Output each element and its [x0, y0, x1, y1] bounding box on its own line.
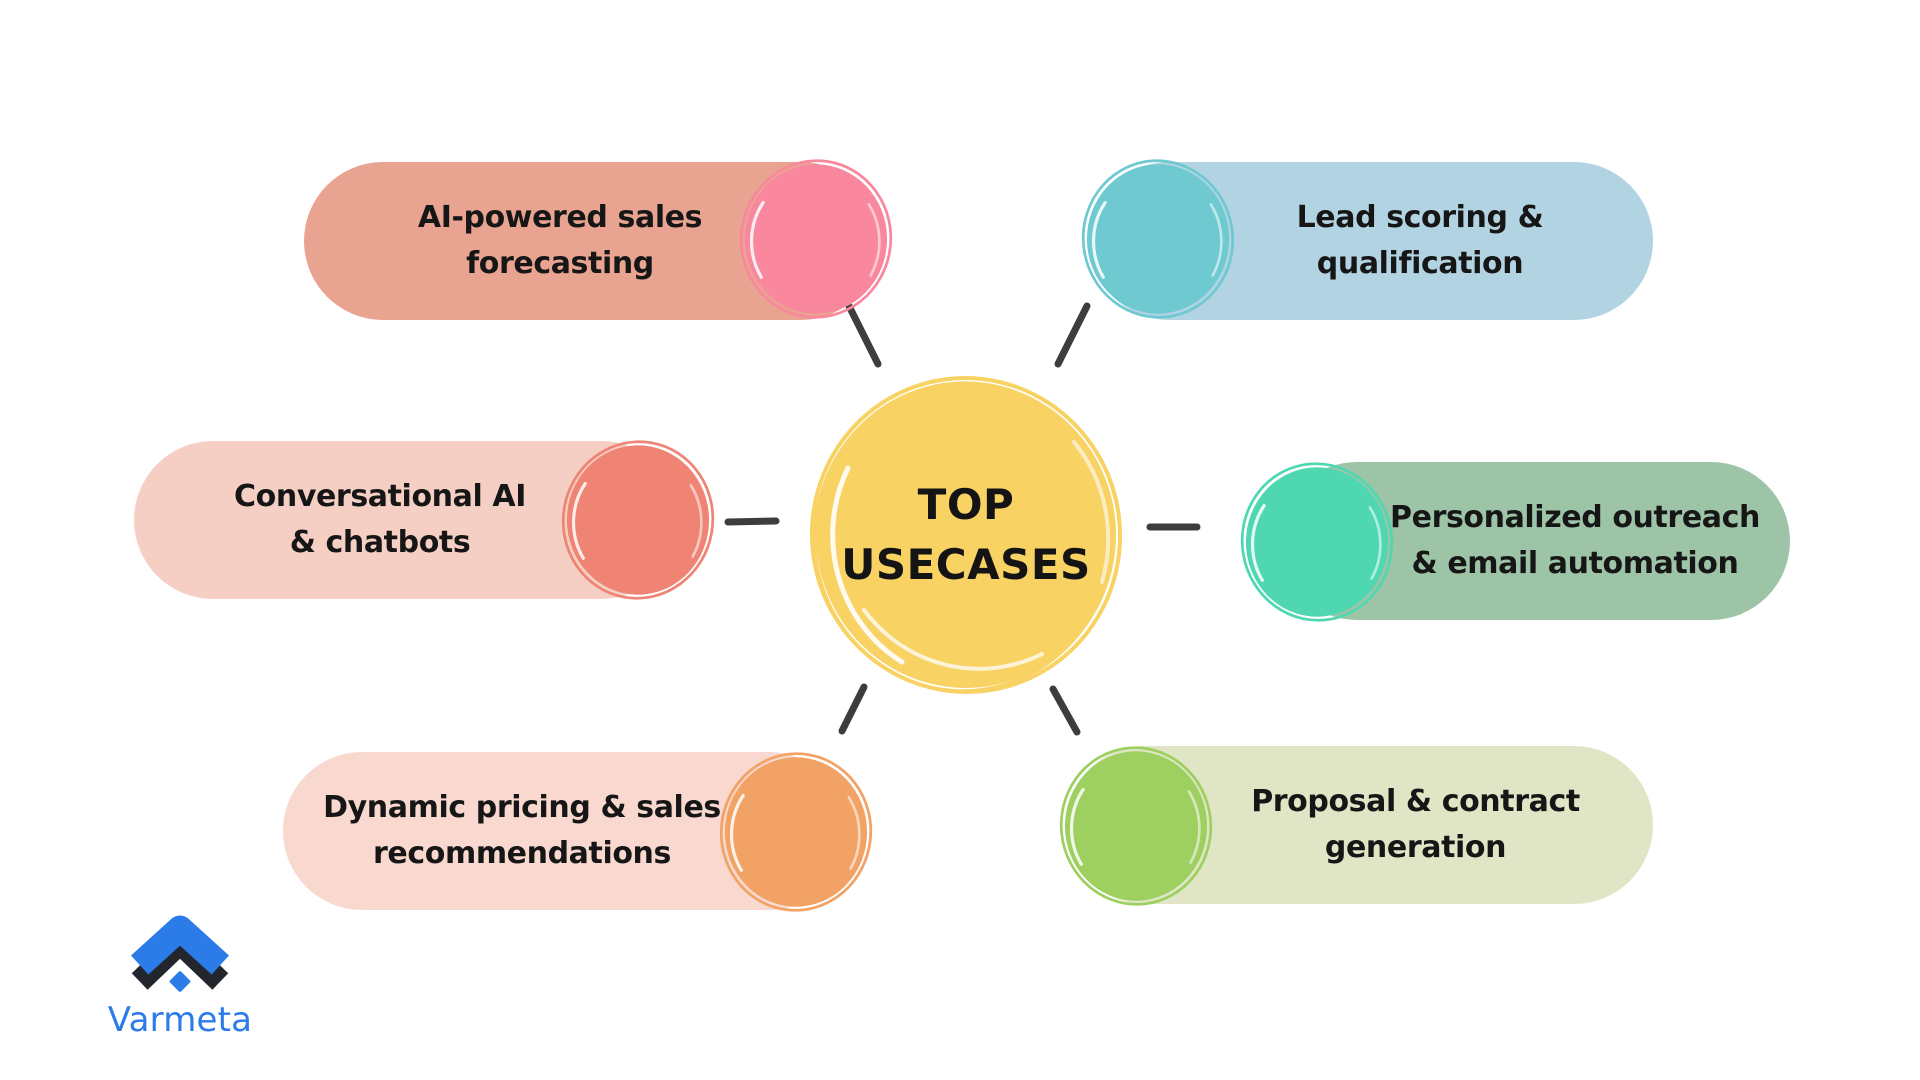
center-label-line2: USECASES: [841, 540, 1091, 589]
usecase-label-line2: generation: [1324, 830, 1507, 865]
usecase-label-line1: Proposal & contract: [1251, 783, 1580, 819]
accent-circle-icon: [1081, 159, 1235, 319]
center-topic: TOP USECASES: [806, 372, 1126, 698]
varmeta-logo-text: Varmeta: [107, 1000, 253, 1040]
usecase-label-line1: Lead scoring &: [1296, 199, 1544, 235]
usecase-label-line1: Personalized outreach: [1390, 499, 1760, 535]
usecase-label-line2: qualification: [1316, 246, 1524, 281]
varmeta-logo-icon: [131, 915, 229, 992]
usecase-label: Dynamic pricing & sales recommendations: [292, 752, 752, 910]
usecase-label: Personalized outreach & email automation: [1385, 462, 1765, 620]
accent-circle-icon: [1240, 462, 1394, 622]
accent-circle-icon: [561, 440, 715, 600]
usecase-label: Proposal & contract generation: [1218, 746, 1613, 904]
accent-circle-icon: [719, 752, 873, 912]
varmeta-logo: Varmeta: [100, 908, 260, 1040]
accent-circle-icon: [1059, 746, 1213, 906]
logo-chevron-blue: [131, 915, 229, 975]
usecase-label: Lead scoring & qualification: [1225, 162, 1615, 320]
center-topic-label: TOP USECASES: [806, 372, 1126, 698]
center-label-line1: TOP: [917, 480, 1015, 530]
usecase-label-line2: & email automation: [1411, 546, 1739, 581]
accent-circle-icon: [739, 159, 893, 319]
logo-diamond: [169, 971, 191, 992]
connector-left: [724, 517, 780, 526]
center-scribble-circle: [809, 376, 1123, 694]
usecase-label-line2: forecasting: [466, 246, 654, 281]
usecase-label-line1: Dynamic pricing & sales: [323, 789, 721, 825]
usecase-label-line1: AI-powered sales: [417, 199, 703, 235]
usecase-label-line1: Conversational AI: [234, 478, 526, 514]
usecase-label-line2: & chatbots: [289, 525, 471, 560]
usecase-label-line2: recommendations: [373, 836, 671, 871]
usecase-label: Conversational AI & chatbots: [155, 441, 605, 599]
usecase-label: AI-powered sales forecasting: [330, 162, 790, 320]
